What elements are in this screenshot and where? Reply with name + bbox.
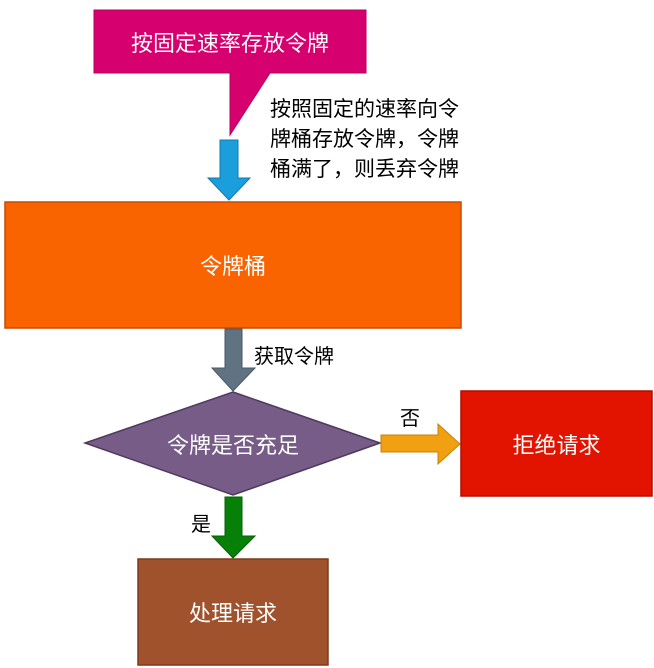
decision-text: 令牌是否充足 xyxy=(166,433,299,459)
bucket-text: 令牌桶 xyxy=(199,255,266,280)
bucket-box xyxy=(4,201,462,329)
note-text: 按照固定的速率向令 牌桶存放令牌，令牌 桶满了，则丢弃令牌 xyxy=(270,94,459,184)
callout-shape xyxy=(93,9,367,137)
orange-right-arrow xyxy=(380,422,461,466)
blue-down-arrow xyxy=(206,139,252,201)
no-label: 否 xyxy=(400,406,420,430)
note-line: 牌桶存放令牌，令牌 xyxy=(270,127,459,151)
green-down-arrow xyxy=(210,496,257,559)
decision-diamond xyxy=(82,391,383,496)
get-token-label: 获取令牌 xyxy=(254,344,334,368)
process-box xyxy=(137,558,329,666)
yes-label: 是 xyxy=(191,512,211,536)
reject-box xyxy=(460,390,653,497)
note-line: 桶满了，则丢弃令牌 xyxy=(270,157,459,181)
callout-text: 按固定速率存放令牌 xyxy=(130,31,329,57)
note-line: 按照固定的速率向令 xyxy=(270,97,459,121)
gray-down-arrow xyxy=(210,328,257,392)
reject-text: 拒绝请求 xyxy=(512,433,601,459)
process-text: 处理请求 xyxy=(188,602,277,627)
